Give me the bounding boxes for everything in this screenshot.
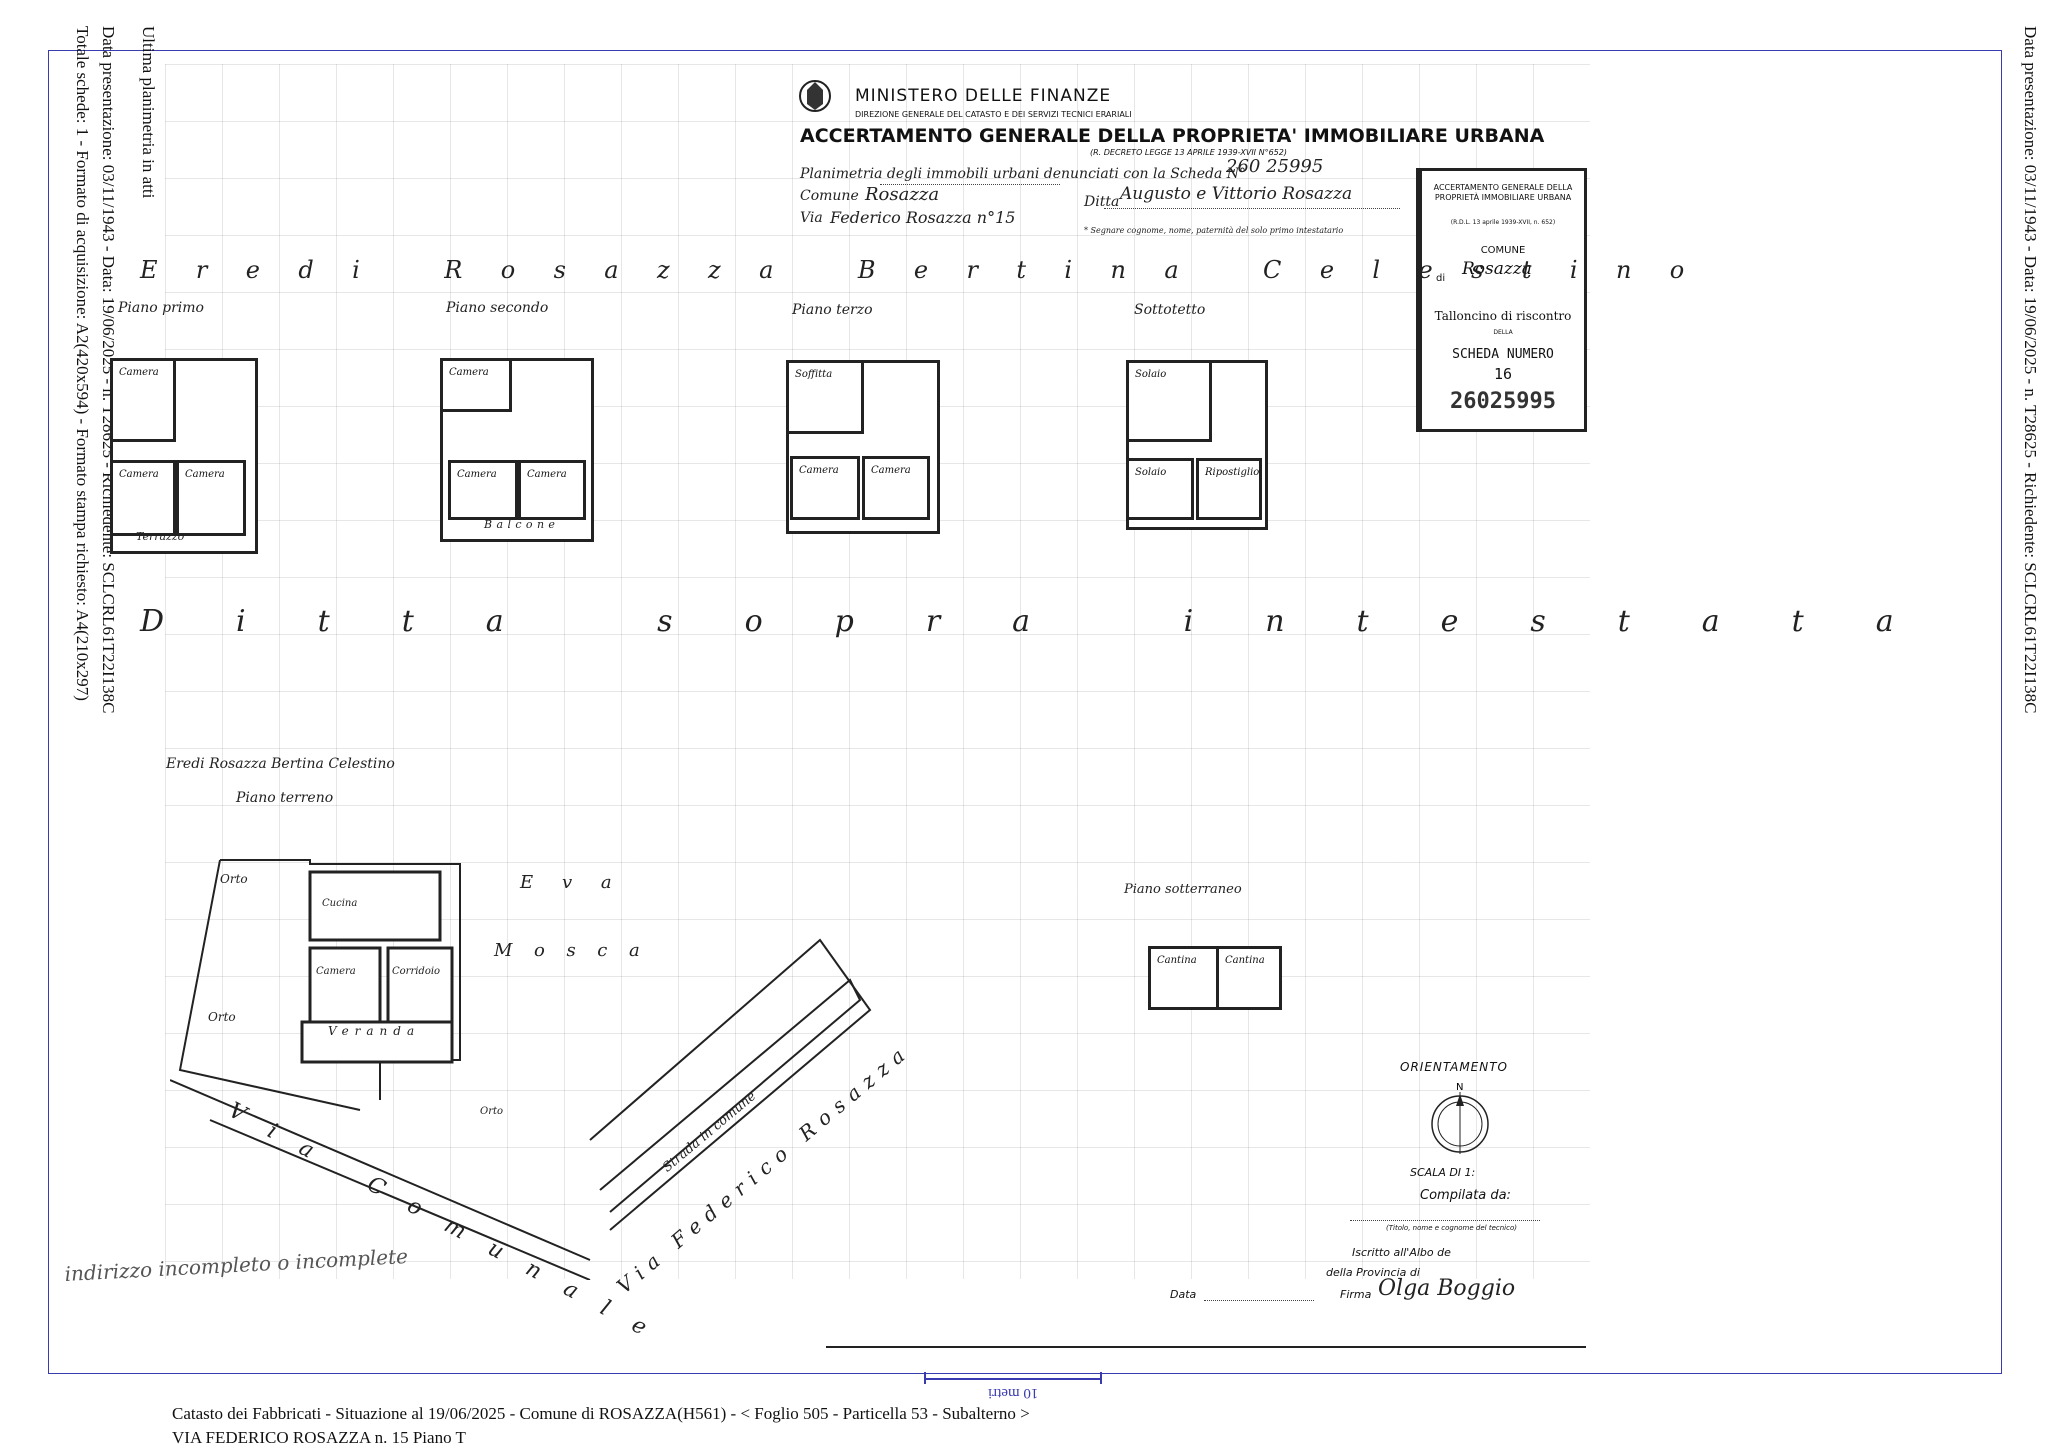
stamp-della: DELLA bbox=[1493, 329, 1513, 336]
header-note: * Segnare cognome, nome, paternità del s… bbox=[1084, 226, 1344, 235]
stamp-num: 16 bbox=[1493, 365, 1513, 383]
signature: Olga Boggio bbox=[1378, 1276, 1516, 1301]
titolo-note: (Titolo, nome e cognome del tecnico) bbox=[1386, 1224, 1517, 1232]
piano-primo-label: Piano primo bbox=[118, 300, 204, 316]
compilata-label: Compilata da: bbox=[1420, 1188, 1511, 1203]
piano-secondo-label: Piano secondo bbox=[446, 300, 549, 316]
stamp-di: di bbox=[1436, 273, 1446, 284]
right-margin-line1: Data presentazione: 03/11/1943 - Data: 1… bbox=[2021, 26, 2040, 714]
ditta-value: Augusto e Vittorio Rosazza bbox=[1120, 184, 1353, 204]
control-stamp: ACCERTAMENTO GENERALE DELLA PROPRIETÀ IM… bbox=[1416, 168, 1587, 432]
direzione-text: DIREZIONE GENERALE DEL CATASTO E DEI SER… bbox=[855, 110, 1132, 119]
emblem-icon bbox=[799, 80, 831, 112]
decree-text: (R. DECRETO LEGGE 13 APRILE 1939-XVII N°… bbox=[1090, 148, 1287, 157]
firma-label: Firma bbox=[1340, 1288, 1372, 1301]
provincia-label: della Provincia di bbox=[1326, 1266, 1420, 1279]
left-margin-line3: Totale schede: 1 - Formato di acquisizio… bbox=[73, 26, 92, 701]
piano-terreno-label: Piano terreno bbox=[236, 790, 334, 806]
piano-terzo-label: Piano terzo bbox=[792, 302, 873, 318]
ditta-label: Ditta bbox=[1084, 194, 1120, 210]
stamp-scheda: SCHEDA NUMERO bbox=[1452, 347, 1554, 362]
footer-line2: VIA FEDERICO ROSAZZA n. 15 Piano T bbox=[172, 1428, 466, 1447]
document-title: ACCERTAMENTO GENERALE DELLA PROPRIETA' I… bbox=[800, 125, 1545, 147]
stamp-line1: ACCERTAMENTO GENERALE DELLA PROPRIETÀ IM… bbox=[1433, 183, 1573, 202]
sottotetto-label: Sottotetto bbox=[1134, 302, 1206, 318]
via-value: Federico Rosazza n°15 bbox=[830, 208, 1016, 227]
comune-value: Rosazza bbox=[865, 184, 940, 205]
stamp-tallon: Talloncino di riscontro bbox=[1434, 309, 1572, 323]
ditta-sopra-label: Ditta sopra intestata bbox=[140, 604, 1966, 639]
eva-label: Eva bbox=[520, 872, 641, 893]
document-frame bbox=[48, 50, 2002, 1374]
planimetria-label: Planimetria degli immobili urbani denunc… bbox=[800, 166, 1247, 182]
mosca-label: Mosca bbox=[494, 940, 662, 961]
orientamento-label: ORIENTAMENTO bbox=[1400, 1060, 1509, 1074]
footer-line1: Catasto dei Fabbricati - Situazione al 1… bbox=[172, 1404, 1030, 1423]
eredi-mid-label: Eredi Rosazza Bertina Celestino bbox=[166, 756, 395, 772]
comune-label: Comune bbox=[800, 188, 859, 204]
stamp-comune-name: Rosazza bbox=[1462, 259, 1532, 279]
compass-icon: N bbox=[1431, 1082, 1489, 1154]
scale-bar bbox=[924, 1378, 1100, 1380]
via-label: Via bbox=[800, 210, 823, 226]
stamp-line2: (R.D.L. 13 aprile 1939-XVII, n. 652) bbox=[1450, 219, 1556, 226]
svg-text:N: N bbox=[1456, 1082, 1463, 1093]
scala-label: SCALA DI 1: bbox=[1410, 1166, 1476, 1179]
data-label: Data bbox=[1170, 1288, 1197, 1301]
piano-sotterraneo-label: Piano sotterraneo bbox=[1124, 882, 1242, 897]
eredi-top-label: Eredi Rosazza Bertina Celestino bbox=[140, 256, 1723, 284]
left-margin-line1: Ultima planimetria in atti bbox=[139, 26, 158, 199]
ministry-name: MINISTERO DELLE FINANZE bbox=[855, 86, 1112, 106]
ground-floor-plan bbox=[170, 859, 872, 1280]
stamp-code: 26025995 bbox=[1450, 389, 1556, 414]
iscritto-label: Iscritto all'Albo de bbox=[1352, 1246, 1451, 1259]
plan-grid bbox=[165, 64, 1590, 1279]
scale-label: 10 metri bbox=[988, 1385, 1039, 1401]
stamp-comune: COMUNE bbox=[1480, 245, 1526, 256]
scheda-number: 260 25995 bbox=[1226, 156, 1324, 177]
